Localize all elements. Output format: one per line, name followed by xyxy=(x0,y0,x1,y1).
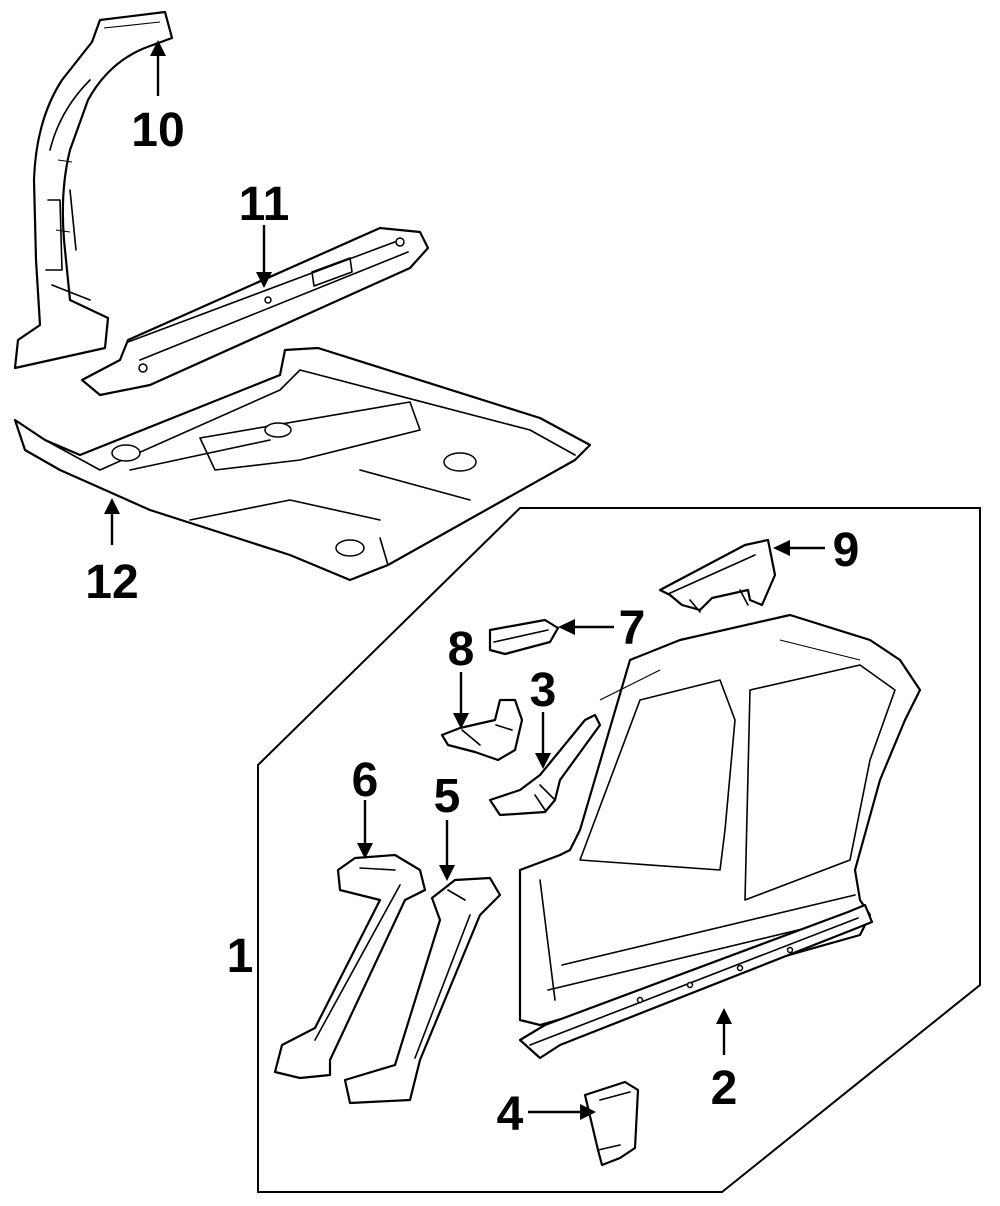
callout-8: 8 xyxy=(448,623,475,676)
part-8-hinge-bracket xyxy=(440,698,524,762)
part-12-floor-pan xyxy=(13,346,592,582)
callout-11: 11 xyxy=(239,178,290,231)
callout-10: 10 xyxy=(131,104,184,157)
callout-7: 7 xyxy=(619,602,646,655)
part-7-reinforcement xyxy=(488,618,560,656)
callout-3: 3 xyxy=(530,664,557,717)
part-4-rocker-bracket xyxy=(583,1080,640,1167)
leader-lines xyxy=(104,40,825,1120)
callout-2: 2 xyxy=(711,1062,738,1115)
part-1-2-side-panel xyxy=(518,613,922,1060)
callout-12: 12 xyxy=(85,556,138,609)
part-11-floor-crossmember xyxy=(80,226,430,397)
part-9-bracket xyxy=(658,538,777,613)
part-3-pillar-bracket xyxy=(488,713,602,817)
assembly-group-outline xyxy=(257,507,981,1193)
callout-6: 6 xyxy=(352,754,379,807)
part-10-center-pillar xyxy=(13,10,174,370)
callout-9: 9 xyxy=(833,524,860,577)
part-6-pillar-reinforcement xyxy=(273,853,427,1080)
callout-5: 5 xyxy=(434,770,461,823)
callout-1: 1 xyxy=(227,930,254,983)
part-5-pillar-reinforcement xyxy=(343,876,502,1105)
callout-4: 4 xyxy=(497,1088,524,1141)
